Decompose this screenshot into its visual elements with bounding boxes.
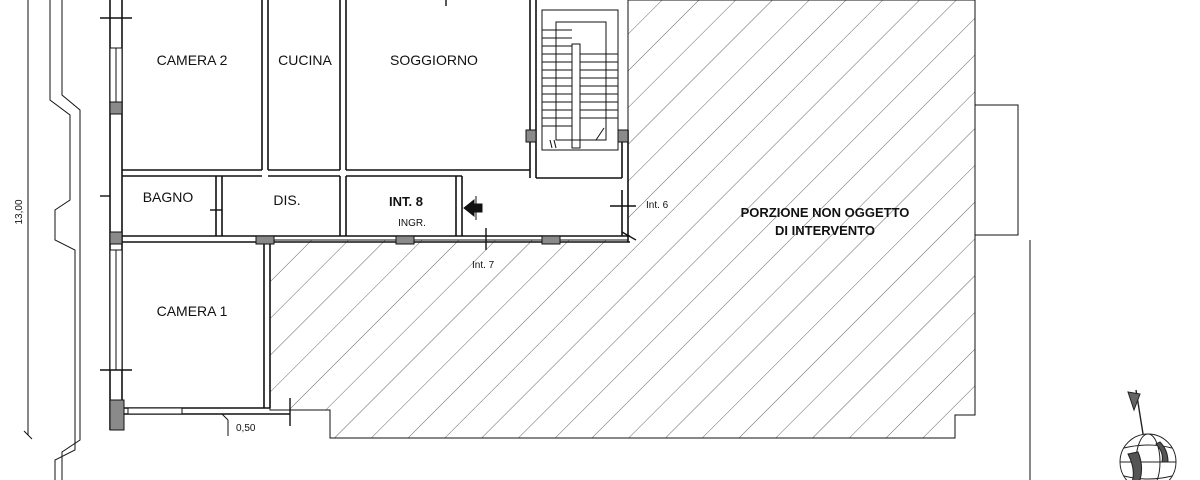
room-label-dis: DIS. [273,192,300,208]
wall-ticks [100,0,637,426]
windows [109,47,183,415]
unit-label-int-8: INT. 8 [389,194,423,209]
balcony-dimension-value: 0,50 [236,423,256,434]
hatched-area-label-line-1: PORZIONE NON OGGETTO [741,205,910,220]
room-label-bagno: BAGNO [143,189,194,205]
hatched-area-label-line-2: DI INTERVENTO [775,223,875,238]
room-label-camera-2: CAMERA 2 [157,52,228,68]
columns [109,101,629,431]
compass-icon [1119,389,1177,480]
neighbor-label-int-7: Int. 7 [472,260,495,271]
room-label-cucina: CUCINA [278,52,332,68]
room-label-camera-1: CAMERA 1 [157,303,228,319]
entrance-arrow-icon [463,196,483,220]
walls [109,0,630,430]
balcony-dimension-line [221,413,229,436]
height-dimension-value: 13,00 [14,199,25,224]
staircase [541,9,619,151]
height-dimension-line [23,0,33,440]
neighbor-label-int-6: Int. 6 [646,200,669,211]
outer-boundary [974,0,1031,480]
room-label-ingr: INGR. [398,218,426,229]
room-label-soggiorno: SOGGIORNO [390,52,478,68]
left-exterior [49,0,81,480]
